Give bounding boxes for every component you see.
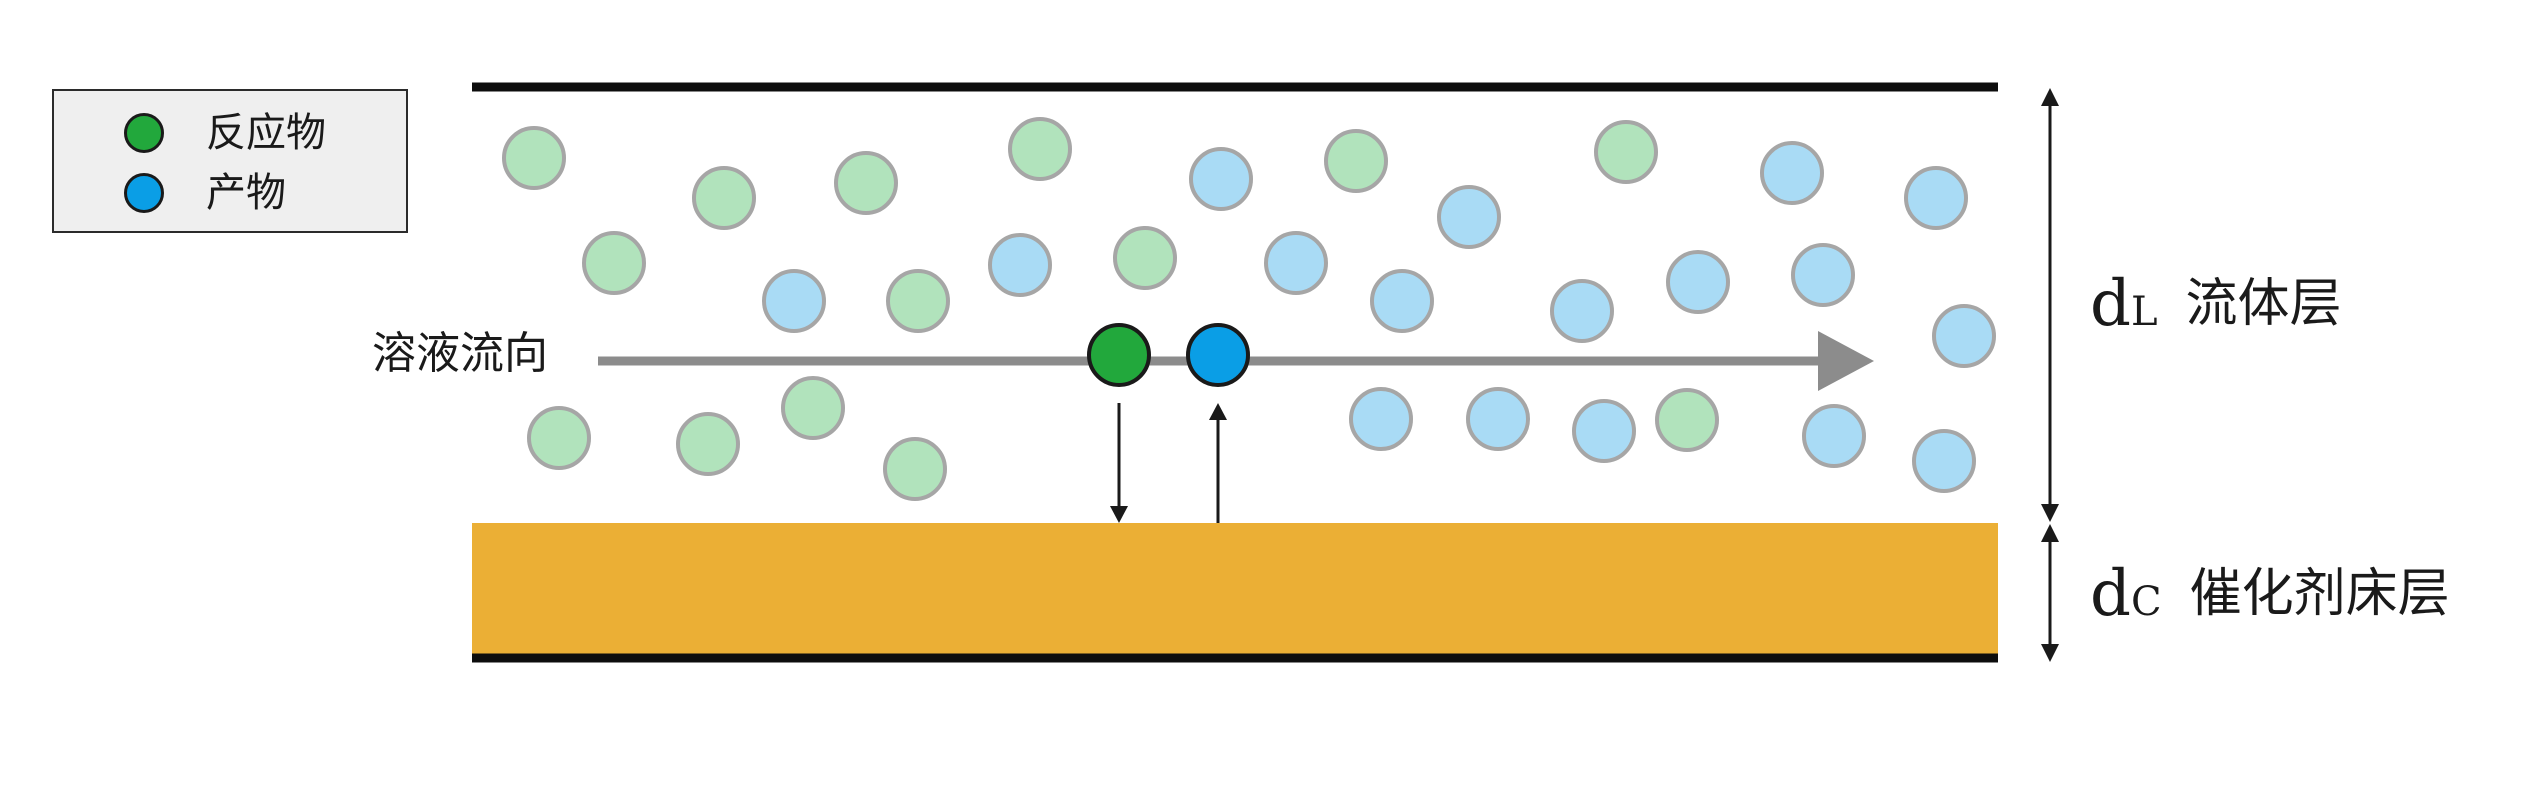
- product-particle: [1791, 243, 1855, 307]
- product-particle: [1466, 387, 1530, 451]
- reactant-particle: [676, 412, 740, 476]
- legend-item-product: 产物: [54, 163, 286, 223]
- product-particle: [988, 233, 1052, 297]
- product-particle: [1760, 141, 1824, 205]
- reactant-particle: [1594, 120, 1658, 184]
- reactant-particle: [1113, 226, 1177, 290]
- catalyst-layer-arrow-top: [2041, 524, 2059, 542]
- reactant-particle: [502, 126, 566, 190]
- fluid-layer-symbol: d: [2090, 267, 2131, 341]
- product-molecule: [1186, 323, 1250, 387]
- product-up-arrow-head: [1209, 403, 1227, 420]
- product-particle: [1666, 250, 1730, 314]
- product-swatch-icon: [124, 173, 164, 213]
- reactant-particle: [781, 376, 845, 440]
- product-particle: [1912, 429, 1976, 493]
- catalyst-layer-subscript: C: [2130, 579, 2162, 625]
- product-particle: [1370, 269, 1434, 333]
- reactant-down-arrow-head: [1110, 506, 1128, 523]
- fluid-layer-arrow-bottom: [2041, 504, 2059, 522]
- fluid-layer-text: 流体层: [2185, 274, 2342, 334]
- reactant-particle: [1008, 117, 1072, 181]
- reactant-particle: [582, 231, 646, 295]
- legend-item-reactant: 反应物: [54, 103, 326, 163]
- product-particle: [762, 269, 826, 333]
- product-particle: [1189, 147, 1253, 211]
- reactant-particle: [527, 406, 591, 470]
- reactant-particle: [1655, 388, 1719, 452]
- product-particle: [1802, 404, 1866, 468]
- product-particle: [1550, 279, 1614, 343]
- flow-arrow-head: [1818, 331, 1874, 391]
- flow-direction-label: 溶液流向: [372, 328, 548, 379]
- product-particle: [1264, 231, 1328, 295]
- fluid-layer-arrow-top: [2041, 88, 2059, 106]
- catalyst-bed: [472, 523, 1998, 658]
- catalyst-layer-arrow-bottom: [2041, 644, 2059, 662]
- legend: 反应物 产物: [52, 89, 408, 233]
- reactant-particle: [883, 437, 947, 501]
- legend-label-product: 产物: [206, 170, 286, 216]
- reactant-particle: [1324, 129, 1388, 193]
- reactant-particle: [834, 151, 898, 215]
- reactant-molecule: [1087, 323, 1151, 387]
- reactant-particle: [886, 269, 950, 333]
- reactant-swatch-icon: [124, 113, 164, 153]
- product-particle: [1904, 166, 1968, 230]
- particle-field: [502, 117, 1996, 501]
- legend-label-reactant: 反应物: [206, 110, 326, 156]
- catalyst-layer-text: 催化剂床层: [2189, 564, 2450, 624]
- product-particle: [1572, 399, 1636, 463]
- product-particle: [1437, 185, 1501, 249]
- product-particle: [1932, 304, 1996, 368]
- product-particle: [1349, 387, 1413, 451]
- reactant-particle: [692, 166, 756, 230]
- catalyst-layer-symbol: d: [2090, 557, 2131, 631]
- fluid-layer-subscript: L: [2130, 289, 2158, 335]
